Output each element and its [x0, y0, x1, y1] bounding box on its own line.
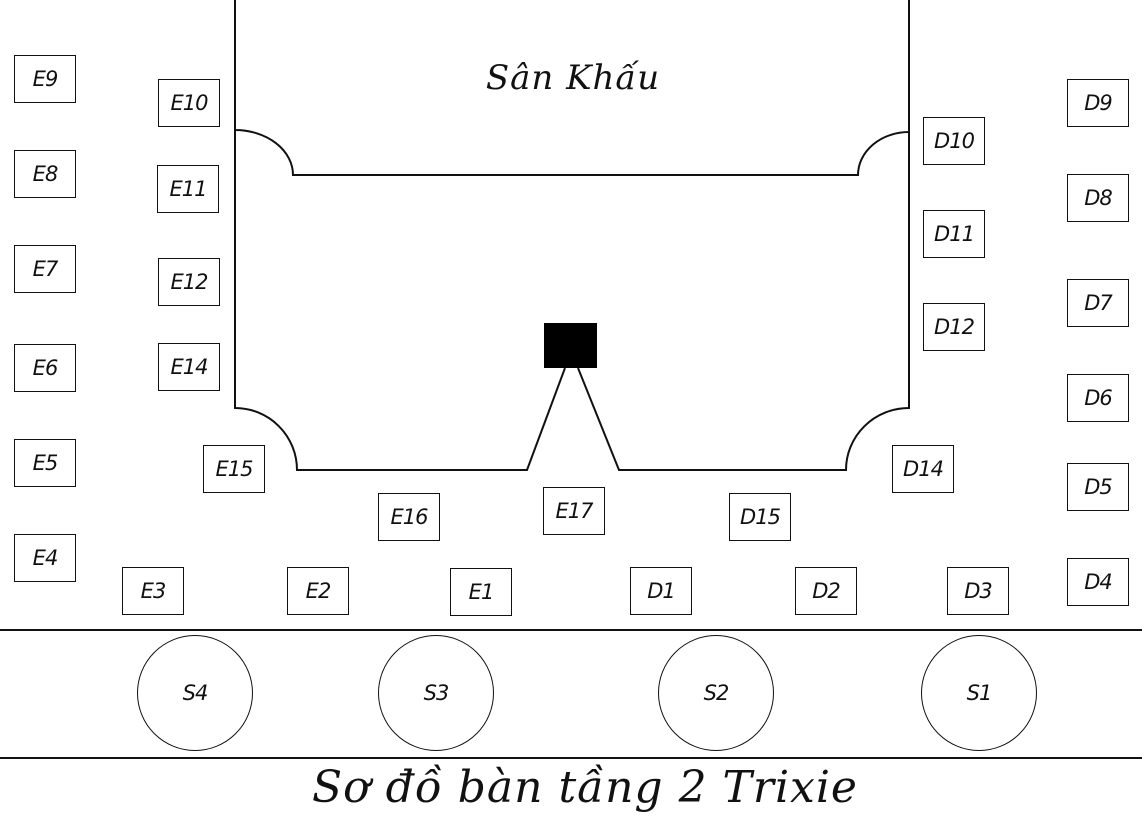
floor-outline — [234, 130, 910, 471]
stage-label: Sân Khấu — [485, 58, 661, 98]
table-e14[interactable]: E14 — [158, 343, 220, 391]
table-e1[interactable]: E1 — [450, 568, 512, 616]
table-e2[interactable]: E2 — [287, 567, 349, 615]
table-e7[interactable]: E7 — [14, 245, 76, 293]
table-d1[interactable]: D1 — [630, 567, 692, 615]
table-e3[interactable]: E3 — [122, 567, 184, 615]
table-d10[interactable]: D10 — [923, 117, 985, 165]
seat-s4[interactable]: S4 — [137, 635, 253, 751]
table-e5[interactable]: E5 — [14, 439, 76, 487]
table-d6[interactable]: D6 — [1067, 374, 1129, 422]
table-e6[interactable]: E6 — [14, 344, 76, 392]
diagram-title: Sơ đồ bàn tầng 2 Trixie — [312, 762, 858, 813]
seat-s2[interactable]: S2 — [658, 635, 774, 751]
table-e8[interactable]: E8 — [14, 150, 76, 198]
table-d5[interactable]: D5 — [1067, 463, 1129, 511]
table-d2[interactable]: D2 — [795, 567, 857, 615]
table-d15[interactable]: D15 — [729, 493, 791, 541]
table-e9[interactable]: E9 — [14, 55, 76, 103]
table-e16[interactable]: E16 — [378, 493, 440, 541]
table-d12[interactable]: D12 — [923, 303, 985, 351]
table-d14[interactable]: D14 — [892, 445, 954, 493]
table-d7[interactable]: D7 — [1067, 279, 1129, 327]
table-d3[interactable]: D3 — [947, 567, 1009, 615]
stage-outline — [234, 0, 910, 176]
table-d8[interactable]: D8 — [1067, 174, 1129, 222]
table-d11[interactable]: D11 — [923, 210, 985, 258]
table-d4[interactable]: D4 — [1067, 558, 1129, 606]
seat-s3[interactable]: S3 — [378, 635, 494, 751]
control-booth — [544, 323, 597, 368]
table-e10[interactable]: E10 — [158, 79, 220, 127]
table-e17[interactable]: E17 — [543, 487, 605, 535]
table-e12[interactable]: E12 — [158, 258, 220, 306]
table-e4[interactable]: E4 — [14, 534, 76, 582]
table-d9[interactable]: D9 — [1067, 79, 1129, 127]
table-e11[interactable]: E11 — [157, 165, 219, 213]
table-e15[interactable]: E15 — [203, 445, 265, 493]
seat-s1[interactable]: S1 — [921, 635, 1037, 751]
